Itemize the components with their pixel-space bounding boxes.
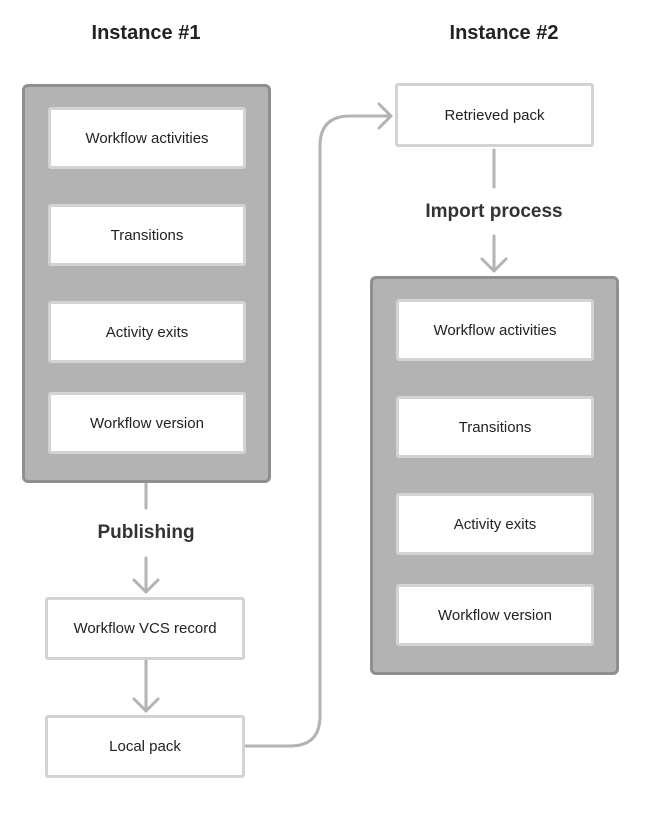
instance-1-activity-exits: Activity exits [48, 301, 246, 363]
instance-1-workflow-version: Workflow version [48, 392, 246, 454]
instance-2-workflow-activities: Workflow activities [396, 299, 594, 361]
instance-2-workflow-group: Workflow activities Transitions Activity… [370, 276, 619, 675]
arrowhead-localpack [132, 697, 160, 713]
workflow-vcs-record-box: Workflow VCS record [45, 597, 245, 660]
instance-1-transitions: Transitions [48, 204, 246, 266]
import-process-label: Import process [425, 201, 563, 222]
arrowhead-group2 [480, 257, 508, 273]
heading-instance-1: Instance #1 [91, 22, 201, 44]
instance-2-transitions: Transitions [396, 396, 594, 458]
instance-2-activity-exits: Activity exits [396, 493, 594, 555]
arrowhead-retrieved [377, 102, 393, 130]
instance-1-workflow-activities: Workflow activities [48, 107, 246, 169]
connector-localpack-retrieved [244, 114, 393, 748]
instance-1-workflow-group: Workflow activities Transitions Activity… [22, 84, 271, 483]
instance-2-workflow-version: Workflow version [396, 584, 594, 646]
retrieved-pack-box: Retrieved pack [395, 83, 594, 147]
heading-instance-2: Instance #2 [449, 22, 559, 44]
publishing-label: Publishing [97, 522, 195, 543]
local-pack-box: Local pack [45, 715, 245, 778]
arrowhead-vcs [132, 578, 160, 594]
